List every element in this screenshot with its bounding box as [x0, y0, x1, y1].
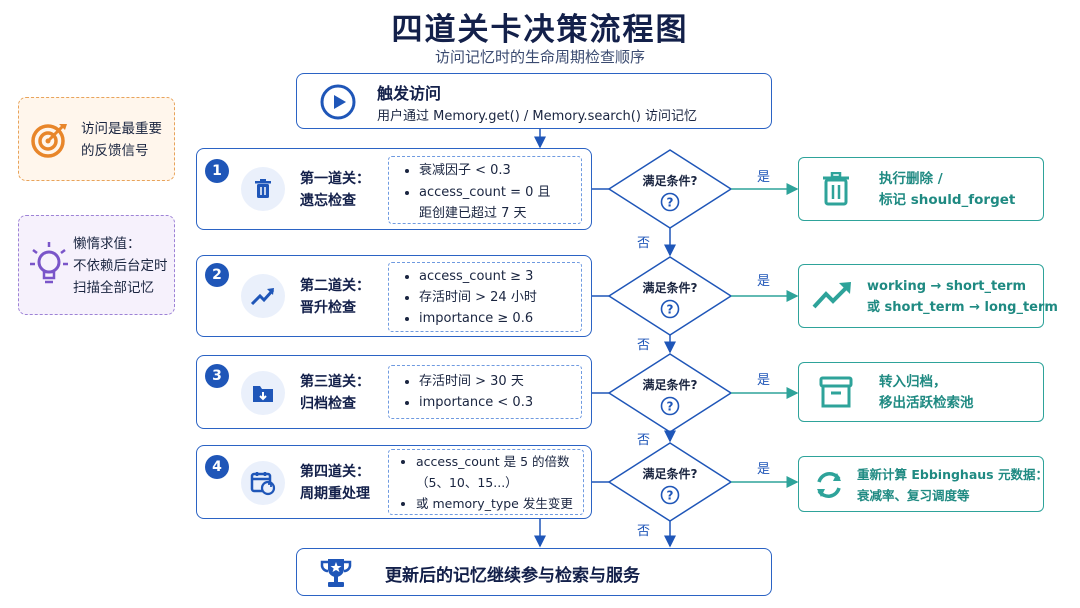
decision-label-2: 满足条件?: [642, 281, 698, 295]
gate-1-name-line1: 第一道关：: [300, 171, 370, 187]
gate-1-conditions: 衰减因子 < 0.3 access_count = 0 且 距创建已超过 7 天: [388, 156, 582, 224]
decision-label-3: 满足条件?: [642, 378, 698, 392]
trash-icon: [241, 167, 285, 211]
condition-item: access_count = 0 且: [419, 182, 581, 203]
gate-1-name-line2: 遗忘检查: [300, 193, 356, 209]
side-note-feedback: 访问是最重要 的反馈信号: [18, 97, 175, 181]
gate-4-name-line1: 第四道关：: [300, 464, 370, 480]
side-note-1-line2: 的反馈信号: [81, 143, 149, 159]
result-4-line2: 衰减率、复习调度等: [857, 488, 970, 503]
gate-4-number: 4: [205, 455, 229, 479]
yes-label-1: 是: [757, 170, 771, 185]
final-text: 更新后的记忆继续参与检索与服务: [385, 566, 640, 586]
question-icon: ?: [660, 192, 680, 216]
gate-3-name-line1: 第三道关：: [300, 374, 370, 390]
svg-text:?: ?: [667, 303, 674, 317]
decision-diamond-1: [607, 149, 733, 229]
trophy-icon: [319, 557, 353, 593]
decision-diamond-4: [607, 442, 733, 522]
svg-text:?: ?: [667, 196, 674, 210]
result-1-line2: 标记 should_forget: [879, 192, 1016, 208]
question-icon: ?: [660, 396, 680, 420]
trending-up-icon: [241, 274, 285, 318]
condition-item: 存活时间 > 30 天: [419, 371, 581, 392]
result-2-box: working → short_term 或 short_term → long…: [798, 264, 1058, 328]
target-icon: [29, 120, 71, 164]
gate-3-conditions: 存活时间 > 30 天 importance < 0.3: [388, 365, 582, 419]
condition-item: importance < 0.3: [419, 392, 581, 413]
gate-1-box: 第一道关： 遗忘检查 衰减因子 < 0.3 access_count = 0 且…: [196, 148, 592, 230]
question-icon: ?: [660, 299, 680, 323]
side-note-2-line2: 不依赖后台定时: [73, 258, 168, 274]
gate-1-number: 1: [205, 159, 229, 183]
lightbulb-icon: [29, 240, 69, 296]
gate-4-box: 第四道关： 周期重处理 access_count 是 5 的倍数 （5、10、1…: [196, 445, 592, 519]
result-3-box: 转入归档， 移出活跃检索池: [798, 362, 1044, 422]
svg-text:?: ?: [667, 400, 674, 414]
side-note-lazy: 懒惰求值： 不依赖后台定时 扫描全部记忆: [18, 215, 175, 315]
trigger-box: 触发访问 用户通过 Memory.get() / Memory.search()…: [296, 73, 772, 129]
decision-diamond-3: [607, 353, 733, 433]
trigger-title: 触发访问: [377, 84, 442, 103]
result-3-line1: 转入归档，: [879, 374, 947, 390]
page-title: 四道关卡决策流程图: [391, 12, 689, 48]
result-2-line1: working → short_term: [867, 279, 1026, 294]
no-label-1: 否: [637, 236, 651, 251]
side-note-1-line1: 访问是最重要: [81, 121, 162, 137]
side-note-2-line1: 懒惰求值：: [73, 236, 141, 252]
condition-item: access_count 是 5 的倍数: [416, 451, 583, 472]
condition-item: importance ≥ 0.6: [419, 308, 581, 329]
result-2-line2: 或 short_term → long_term: [867, 300, 1058, 315]
result-4-box: 重新计算 Ebbinghaus 元数据： 衰减率、复习调度等: [798, 456, 1048, 512]
decision-diamond-2: [607, 256, 733, 336]
trash-icon: [821, 171, 851, 210]
yes-label-3: 是: [757, 373, 771, 388]
yes-label-2: 是: [757, 274, 771, 289]
decision-label-4: 满足条件?: [642, 467, 698, 481]
gate-2-number: 2: [205, 263, 229, 287]
final-box: 更新后的记忆继续参与检索与服务: [296, 548, 772, 596]
gate-2-box: 第二道关： 晋升检查 access_count ≥ 3 存活时间 > 24 小时…: [196, 255, 592, 337]
result-1-box: 执行删除 / 标记 should_forget: [798, 157, 1044, 221]
gate-2-name-line2: 晋升检查: [300, 300, 356, 316]
archive-box-icon: [819, 375, 853, 413]
gate-4-conditions: access_count 是 5 的倍数 （5、10、15...） 或 memo…: [388, 449, 584, 515]
trigger-desc: 用户通过 Memory.get() / Memory.search() 访问记忆: [377, 109, 698, 124]
folder-download-icon: [241, 371, 285, 415]
question-icon: ?: [660, 485, 680, 509]
condition-item: 距创建已超过 7 天: [419, 206, 527, 221]
result-4-line1: 重新计算 Ebbinghaus 元数据：: [857, 467, 1048, 482]
condition-item: access_count ≥ 3: [419, 266, 581, 287]
refresh-icon: [813, 469, 845, 505]
svg-text:?: ?: [667, 489, 674, 503]
page-subtitle: 访问记忆时的生命周期检查顺序: [434, 48, 645, 66]
gate-3-box: 第三道关： 归档检查 存活时间 > 30 天 importance < 0.3: [196, 355, 592, 429]
play-icon: [319, 83, 357, 125]
decision-label-1: 满足条件?: [642, 174, 698, 188]
side-note-2-line3: 扫描全部记忆: [73, 280, 154, 296]
gate-2-name-line1: 第二道关：: [300, 278, 370, 294]
yes-label-4: 是: [757, 462, 771, 477]
no-label-4: 否: [637, 524, 651, 539]
no-label-2: 否: [637, 338, 651, 353]
no-label-3: 否: [637, 433, 651, 448]
result-1-line1: 执行删除 /: [879, 171, 943, 187]
gate-3-name-line2: 归档检查: [300, 396, 356, 412]
result-3-line2: 移出活跃检索池: [879, 395, 974, 411]
condition-item: 存活时间 > 24 小时: [419, 287, 581, 308]
condition-item: 或 memory_type 发生变更: [416, 493, 583, 514]
condition-item: （5、10、15...）: [416, 475, 518, 490]
trending-up-icon: [811, 279, 853, 315]
gate-3-number: 3: [205, 364, 229, 388]
calendar-refresh-icon: [241, 461, 285, 505]
gate-4-name-line2: 周期重处理: [300, 486, 370, 502]
gate-2-conditions: access_count ≥ 3 存活时间 > 24 小时 importance…: [388, 262, 582, 332]
condition-item: 衰减因子 < 0.3: [419, 160, 581, 181]
